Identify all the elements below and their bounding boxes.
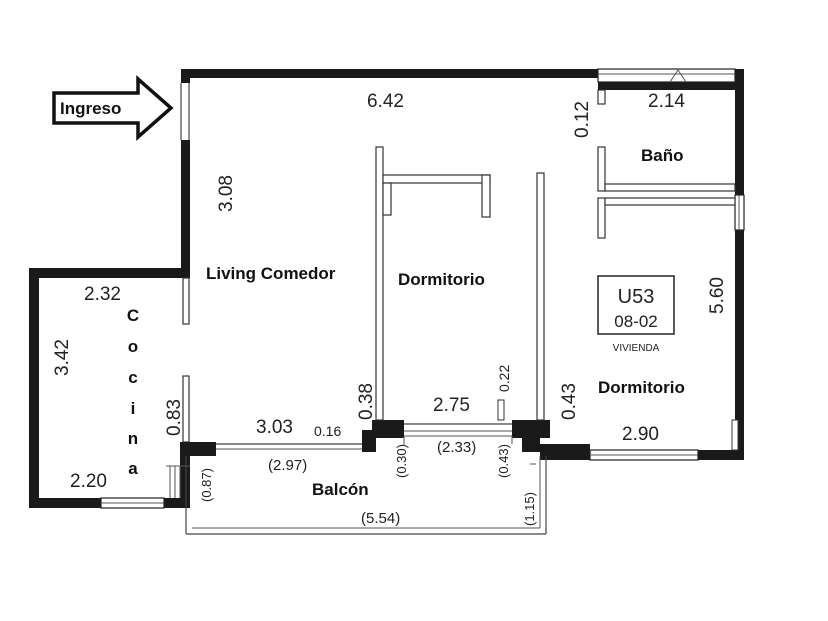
dim-living-height: 3.08: [216, 175, 237, 212]
dim-balcon-030: (0.30): [394, 444, 409, 478]
dim-dorm-width: 2.75: [433, 395, 470, 416]
dim-top-width: 6.42: [367, 91, 404, 112]
dim-wall-038: 0.38: [356, 383, 377, 420]
dimension-labels: 6.42 0.12 2.14 3.08 5.60 2.32 3.42 2.20 …: [52, 91, 728, 492]
unit-number: 08-02: [614, 312, 657, 331]
dim-living-bottom: 3.03: [256, 417, 293, 438]
dim-wall-022: 0.22: [496, 365, 512, 392]
balcon-dimensions: (0.87) (2.97) (0.30) (2.33) (0.43) (5.54…: [199, 439, 537, 527]
right-wall-window: [731, 194, 745, 451]
room-cocina-label: C o c i n a: [127, 306, 139, 478]
room-labels: Living Comedor Dormitorio Baño Dormitori…: [127, 146, 685, 499]
dim-wall-043: 0.43: [559, 383, 580, 420]
dim-balcon-233: (2.33): [437, 439, 476, 456]
unit-badge: U53 08-02 VIVIENDA: [597, 275, 675, 354]
entrance-label: Ingreso: [60, 99, 121, 118]
room-living-label: Living Comedor: [206, 264, 336, 283]
entrance-door: [180, 83, 190, 140]
room-balcon-label: Balcón: [312, 480, 369, 499]
dimension-ticks: [403, 436, 536, 465]
cocina-letter: i: [131, 399, 136, 418]
dim-dorm2-width: 2.90: [622, 424, 659, 445]
balcon-outline: [166, 420, 550, 535]
interior-partitions: [375, 89, 736, 421]
entrance-arrow: Ingreso: [52, 75, 174, 141]
dim-cocina-height: 3.42: [52, 339, 73, 376]
bano-window: [597, 68, 736, 83]
room-dormitorio2-label: Dormitorio: [598, 378, 685, 397]
cocina-letter: o: [128, 337, 138, 356]
dim-balcon-043: (0.43): [496, 444, 511, 478]
room-bano-label: Baño: [641, 146, 684, 165]
dim-balcon-115: (1.15): [522, 492, 537, 526]
dim-wall-016: 0.16: [314, 423, 341, 439]
dim-bano-gap: 0.12: [572, 101, 593, 138]
dim-bano-width: 2.14: [648, 91, 685, 112]
dim-balcon-087: (0.87): [199, 468, 214, 502]
cocina-letter: a: [128, 459, 138, 478]
dormitorio2-window: [589, 449, 699, 461]
cocina-window: [100, 497, 165, 509]
cocina-letter: C: [127, 306, 139, 325]
room-dormitorio1-label: Dormitorio: [398, 270, 485, 289]
dim-balcon-297: (2.97): [268, 457, 307, 474]
unit-type: VIVIENDA: [613, 343, 660, 354]
cocina-letter: n: [128, 429, 138, 448]
cocina-letter: c: [128, 368, 137, 387]
dim-balcon-554: (5.54): [361, 510, 400, 527]
dim-right-height: 5.60: [707, 277, 728, 314]
unit-code: U53: [618, 286, 655, 308]
dim-cocina-width: 2.32: [84, 284, 121, 305]
dim-cocina-bottom: 2.20: [70, 471, 107, 492]
dim-opening-083: 0.83: [164, 399, 185, 436]
exterior-walls: [29, 69, 744, 508]
